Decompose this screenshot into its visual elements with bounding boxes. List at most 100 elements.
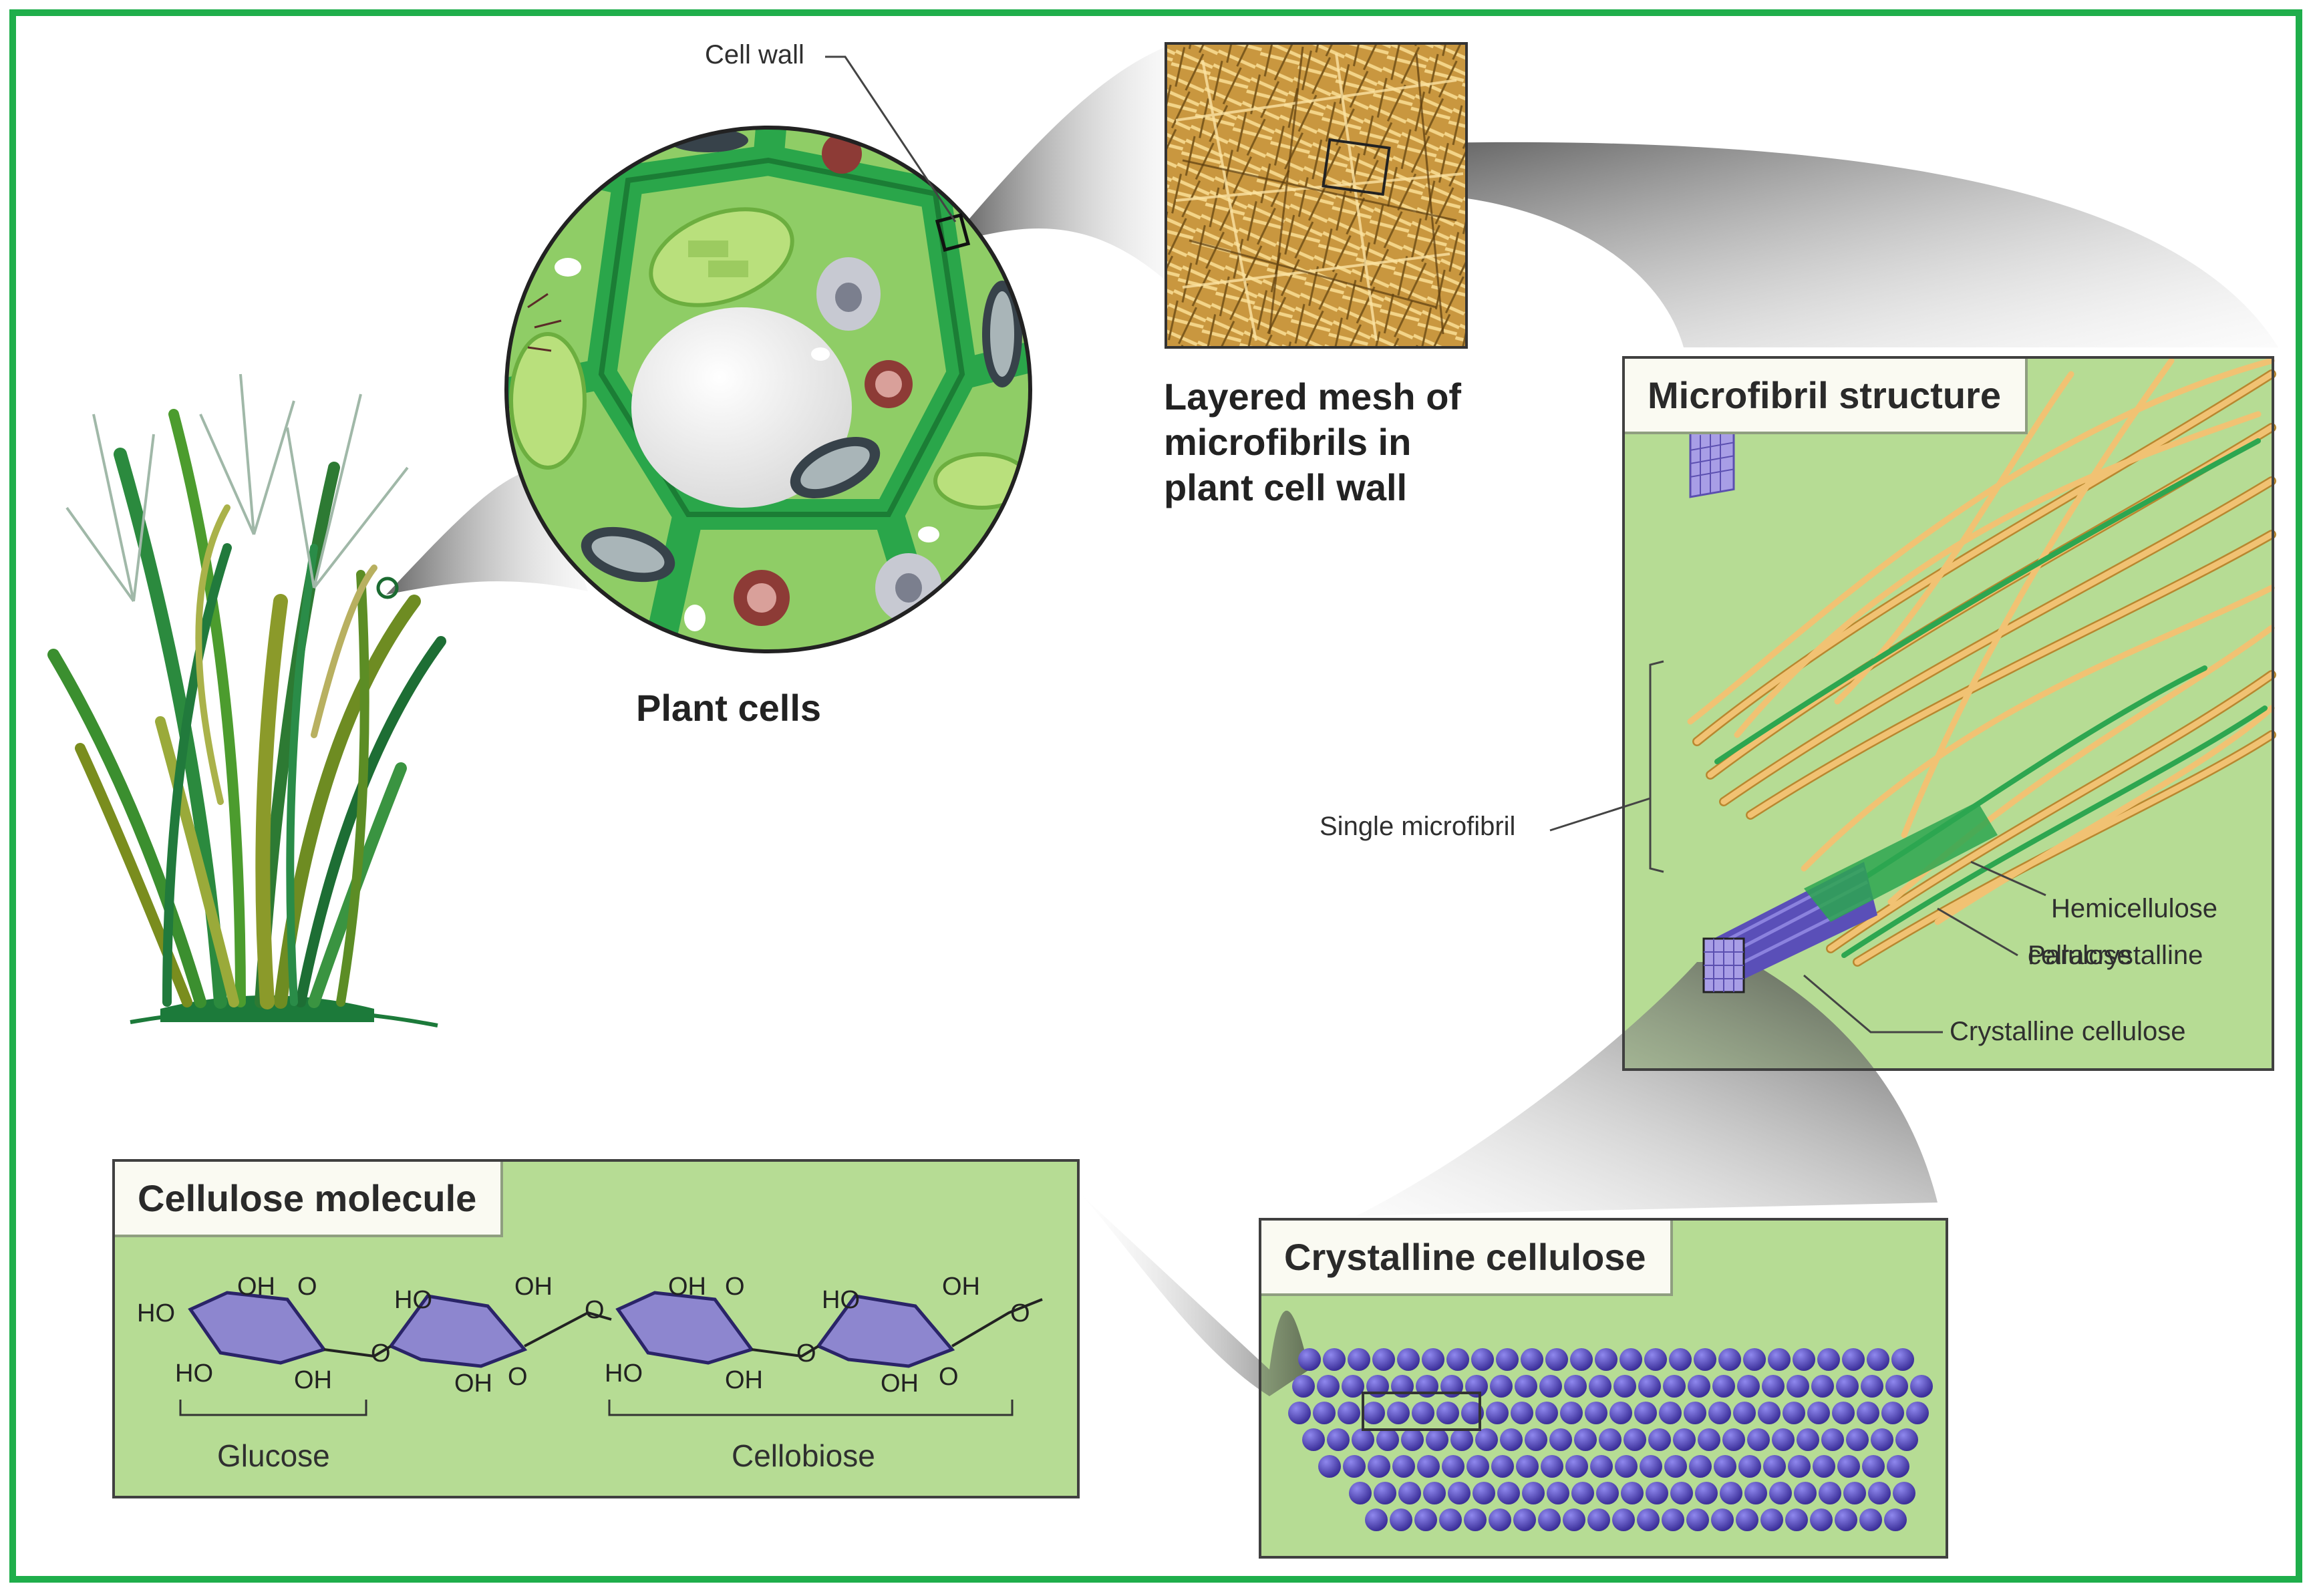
- chain-highlight-box: [1362, 1392, 1481, 1431]
- cellulose-chain-bead: [1813, 1455, 1835, 1478]
- cellulose-chain-bead: [1837, 1455, 1860, 1478]
- cellulose-chain-bead: [1871, 1428, 1893, 1451]
- cellulose-chain-bead: [1349, 1482, 1372, 1504]
- cellulose-chain-bead: [1423, 1482, 1446, 1504]
- atom-label-o: O: [297, 1273, 317, 1301]
- hemicellulose-label: Hemicellulose: [2051, 894, 2217, 923]
- glycosidic-bonds: [323, 1298, 1043, 1358]
- cellulose-chain-bead: [1539, 1375, 1562, 1398]
- cellulose-chain-bead: [1836, 1375, 1859, 1398]
- cellulose-chain-bead: [1414, 1508, 1437, 1531]
- cellulose-chain-bead: [1490, 1375, 1513, 1398]
- cellulose-chain-bead: [1644, 1348, 1667, 1371]
- cellulose-molecule-structure: [179, 1291, 1043, 1416]
- atom-label-oh: OH: [725, 1366, 763, 1394]
- cellulose-chain-bead: [1711, 1508, 1734, 1531]
- crystalline-cellulose-lattice: [1288, 1348, 1933, 1531]
- cellulose-chain-bead: [1585, 1402, 1607, 1424]
- cellulose-chain-bead: [1794, 1482, 1817, 1504]
- cellulose-chain-bead: [1522, 1482, 1545, 1504]
- cellulose-chain-bead: [1589, 1375, 1611, 1398]
- cellulose-chain-bead: [1390, 1508, 1412, 1531]
- cellulose-chain-bead: [1565, 1455, 1588, 1478]
- cellulose-chain-bead: [1590, 1455, 1613, 1478]
- cellulose-chain-bead: [1842, 1348, 1865, 1371]
- cellulose-chain-bead: [1595, 1348, 1617, 1371]
- cellulose-chain-bead: [1811, 1375, 1834, 1398]
- cellulose-chain-bead: [1662, 1508, 1684, 1531]
- cellulose-chain-bead: [1475, 1428, 1498, 1451]
- cellulose-chain-bead: [1541, 1455, 1563, 1478]
- cellulose-chain-bead: [1787, 1375, 1809, 1398]
- cellulose-chain-bead: [1466, 1455, 1489, 1478]
- cellulose-chain-bead: [1446, 1348, 1469, 1371]
- cellulose-chain-bead: [1288, 1402, 1311, 1424]
- cellulose-chain-bead: [1891, 1348, 1914, 1371]
- cellulose-chain-bead: [1450, 1428, 1473, 1451]
- cellulose-chain-bead: [1471, 1348, 1494, 1371]
- cellulose-chain-bead: [1439, 1508, 1462, 1531]
- atom-label-o: O: [796, 1339, 816, 1368]
- cellulose-chain-bead: [1720, 1482, 1742, 1504]
- mesh-caption-line-2: microfibrils in: [1164, 421, 1412, 463]
- cellulose-chain-bead: [1895, 1428, 1918, 1451]
- cellulose-chain-bead: [1621, 1482, 1644, 1504]
- cell-wall-label: Cell wall: [705, 40, 804, 69]
- molecule-brackets: [179, 1400, 1014, 1416]
- cellulose-chain-bead: [1313, 1402, 1336, 1424]
- zoom-wedge-mesh-to-microfibril: [1403, 142, 2278, 347]
- cellulose-chain-bead: [1708, 1402, 1731, 1424]
- cellulose-chain-bead: [1885, 1375, 1908, 1398]
- cellulose-chain-bead: [1342, 1375, 1364, 1398]
- cellulose-chain-bead: [1772, 1428, 1795, 1451]
- cellulose-chain-bead: [1868, 1482, 1891, 1504]
- glucose-label: Glucose: [217, 1438, 330, 1473]
- cellulose-chain-bead: [1372, 1348, 1395, 1371]
- cellulose-chain-bead: [1612, 1508, 1635, 1531]
- cellulose-chain-bead: [1323, 1348, 1346, 1371]
- cellulose-chain-bead: [1422, 1348, 1444, 1371]
- cellulose-chain-bead: [1763, 1455, 1786, 1478]
- cellulose-chain-bead: [1843, 1482, 1866, 1504]
- cellulose-chain-bead: [1596, 1482, 1619, 1504]
- cellulose-chain-bead: [1538, 1508, 1561, 1531]
- cellulose-chain-bead: [1797, 1428, 1819, 1451]
- cellulose-chain-bead: [1821, 1428, 1844, 1451]
- atom-label-o: O: [725, 1273, 745, 1301]
- cellulose-chain-bead: [1392, 1455, 1415, 1478]
- cellulose-chain-bead: [1609, 1402, 1632, 1424]
- cellulose-chain-bead: [1744, 1482, 1767, 1504]
- cellulose-chain-bead: [1634, 1402, 1657, 1424]
- cellulose-chain-bead: [1317, 1375, 1340, 1398]
- cellulose-chain-bead: [1547, 1482, 1569, 1504]
- cellulose-chain-bead: [1747, 1428, 1770, 1451]
- cellulose-chain-bead: [1712, 1375, 1735, 1398]
- cellulose-chain-bead: [1515, 1375, 1537, 1398]
- cellulose-chain-bead: [1500, 1428, 1523, 1451]
- cellulose-chain-bead: [1684, 1402, 1706, 1424]
- cellulose-chain-bead: [1817, 1348, 1840, 1371]
- cellulose-chain-bead: [1846, 1428, 1869, 1451]
- cellulose-chain-bead: [1722, 1428, 1745, 1451]
- zoom-wedge-cell-to-mesh: [962, 47, 1166, 281]
- cellulose-chain-bead: [1640, 1455, 1662, 1478]
- cellulose-chain-bead: [1412, 1402, 1434, 1424]
- cellulose-chain-bead: [1496, 1348, 1519, 1371]
- cellulose-chain-bead: [1448, 1482, 1471, 1504]
- cellulose-chain-bead: [1884, 1508, 1907, 1531]
- cellulose-chain-bead: [1368, 1455, 1390, 1478]
- cellulose-chain-bead: [1718, 1348, 1741, 1371]
- cellulose-chain-bead: [1513, 1508, 1536, 1531]
- atom-label-oh: OH: [668, 1273, 706, 1301]
- cellulose-chain-bead: [1659, 1402, 1682, 1424]
- cellulose-chain-bead: [1570, 1348, 1593, 1371]
- mesh-caption-line-3: plant cell wall: [1164, 466, 1408, 508]
- cellulose-chain-bead: [1442, 1455, 1464, 1478]
- cellulose-chain-bead: [1893, 1482, 1915, 1504]
- atom-label-oh: OH: [454, 1370, 492, 1398]
- microfibril-structure-panel: Microfibril structure: [1622, 356, 2274, 1071]
- cellulose-chain-bead: [1365, 1508, 1388, 1531]
- crystalline-cellulose-label: Crystalline cellulose: [1950, 1017, 2186, 1046]
- cellulose-chain-bead: [1733, 1402, 1756, 1424]
- cellulose-chain-bead: [1859, 1508, 1882, 1531]
